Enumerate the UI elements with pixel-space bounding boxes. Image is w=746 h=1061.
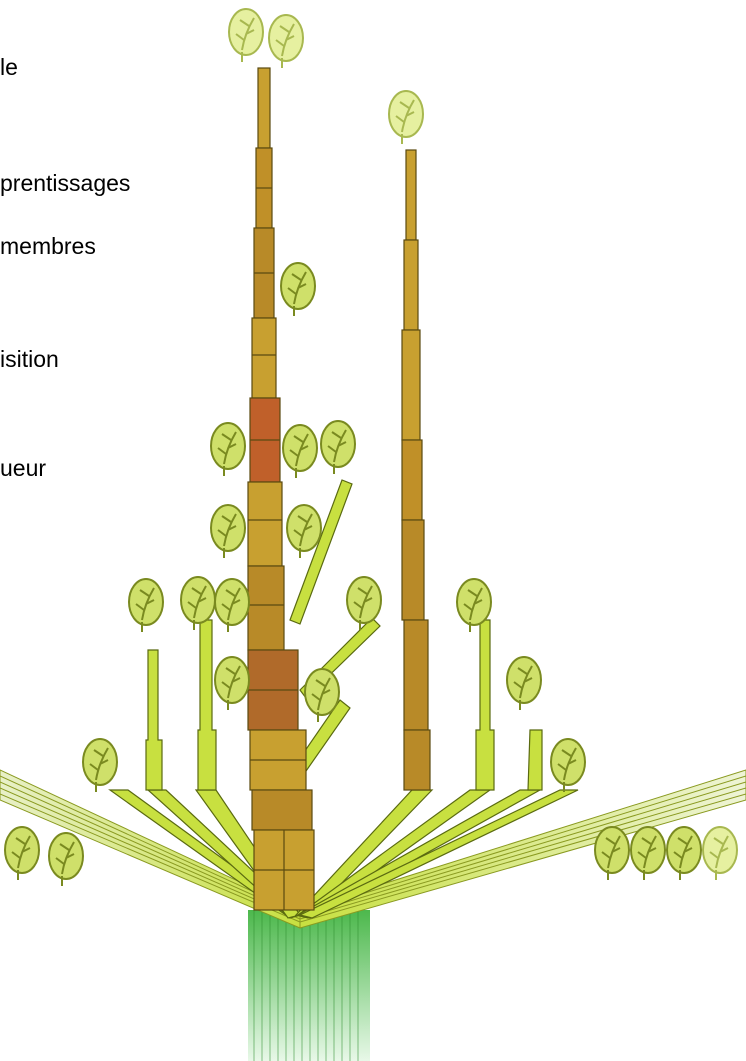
side-branches [146,480,542,794]
roots [248,910,370,1061]
leaf-icon [5,9,737,886]
trunk [248,68,314,910]
stem-right [402,150,430,790]
